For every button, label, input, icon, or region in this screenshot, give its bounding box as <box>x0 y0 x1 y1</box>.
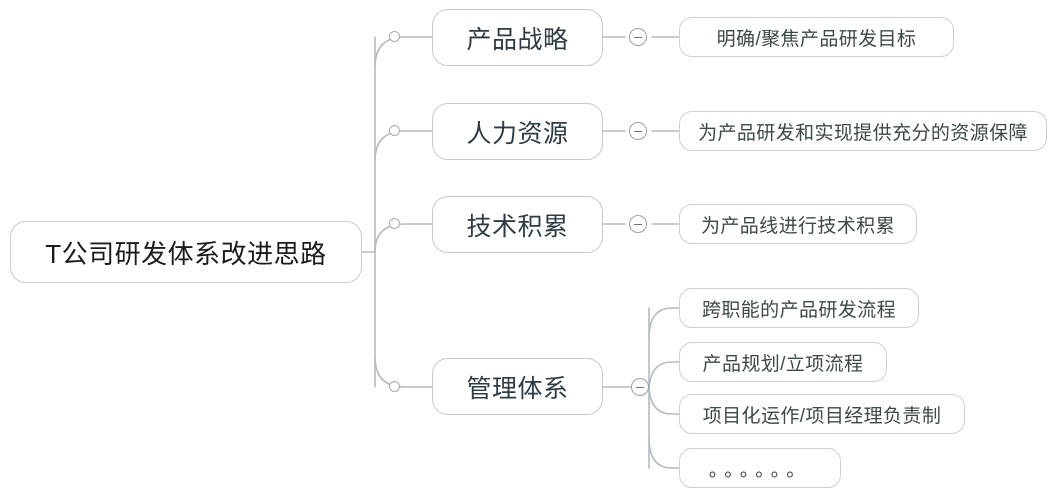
sub-curve-1 <box>648 307 680 339</box>
collapse-toggle-3[interactable] <box>629 215 647 233</box>
branch-node-label: 技术积累 <box>466 212 569 241</box>
minus-icon <box>634 130 642 132</box>
leaf-node[interactable]: 跨职能的产品研发流程 <box>679 288 919 328</box>
leaf-node-label: 跨职能的产品研发流程 <box>701 299 896 321</box>
branch-dot-3[interactable] <box>389 218 400 229</box>
sub-curve-2 <box>648 361 680 393</box>
branch-curve-4 <box>374 356 433 388</box>
branch-node-human-resources[interactable]: 人力资源 <box>432 103 603 160</box>
branch-node-label: 人力资源 <box>466 119 569 148</box>
branch-dot-4[interactable] <box>389 381 400 392</box>
leaf-node-ellipsis[interactable]: 。。。。。。 <box>679 448 841 488</box>
leaf-node-label: 为产品研发和实现提供充分的资源保障 <box>698 122 1028 144</box>
collapse-toggle-4[interactable] <box>631 378 649 396</box>
branch-node-label: 产品战略 <box>466 25 569 54</box>
minus-icon <box>636 386 644 388</box>
leaf-node[interactable]: 产品规划/立项流程 <box>679 342 887 382</box>
leaf-node-label: 明确/聚焦产品研发目标 <box>716 28 917 50</box>
branch-node-product-strategy[interactable]: 产品战略 <box>432 9 603 66</box>
branch-curve-3 <box>374 223 433 253</box>
branch-node-label: 管理体系 <box>466 374 569 403</box>
leaf-node-label: 为产品线进行技术积累 <box>700 215 895 237</box>
branch-node-technology-accumulation[interactable]: 技术积累 <box>432 196 603 253</box>
sub-curve-3 <box>648 383 680 415</box>
collapse-toggle-1[interactable] <box>629 28 647 46</box>
leaf-node-label: 产品规划/立项流程 <box>702 353 864 375</box>
branch-dot-1[interactable] <box>389 31 400 42</box>
collapse-toggle-2[interactable] <box>629 122 647 140</box>
branch-curve-2 <box>374 130 433 162</box>
root-node[interactable]: T公司研发体系改进思路 <box>10 221 362 283</box>
leaf-node-label: 项目化运作/项目经理负责制 <box>702 405 942 427</box>
root-node-label: T公司研发体系改进思路 <box>45 238 327 269</box>
branch-node-management-system[interactable]: 管理体系 <box>432 358 603 415</box>
leaf-node[interactable]: 为产品研发和实现提供充分的资源保障 <box>679 111 1047 151</box>
branch-curve-1 <box>374 36 433 68</box>
leaf-node[interactable]: 为产品线进行技术积累 <box>679 204 917 244</box>
leaf-node[interactable]: 明确/聚焦产品研发目标 <box>679 17 954 57</box>
sub-curve-4 <box>648 437 680 469</box>
branch-dot-2[interactable] <box>389 125 400 136</box>
leaf-node-label: 。。。。。。 <box>708 459 812 481</box>
minus-icon <box>634 36 642 38</box>
minus-icon <box>634 223 642 225</box>
leaf-node[interactable]: 项目化运作/项目经理负责制 <box>679 394 965 434</box>
